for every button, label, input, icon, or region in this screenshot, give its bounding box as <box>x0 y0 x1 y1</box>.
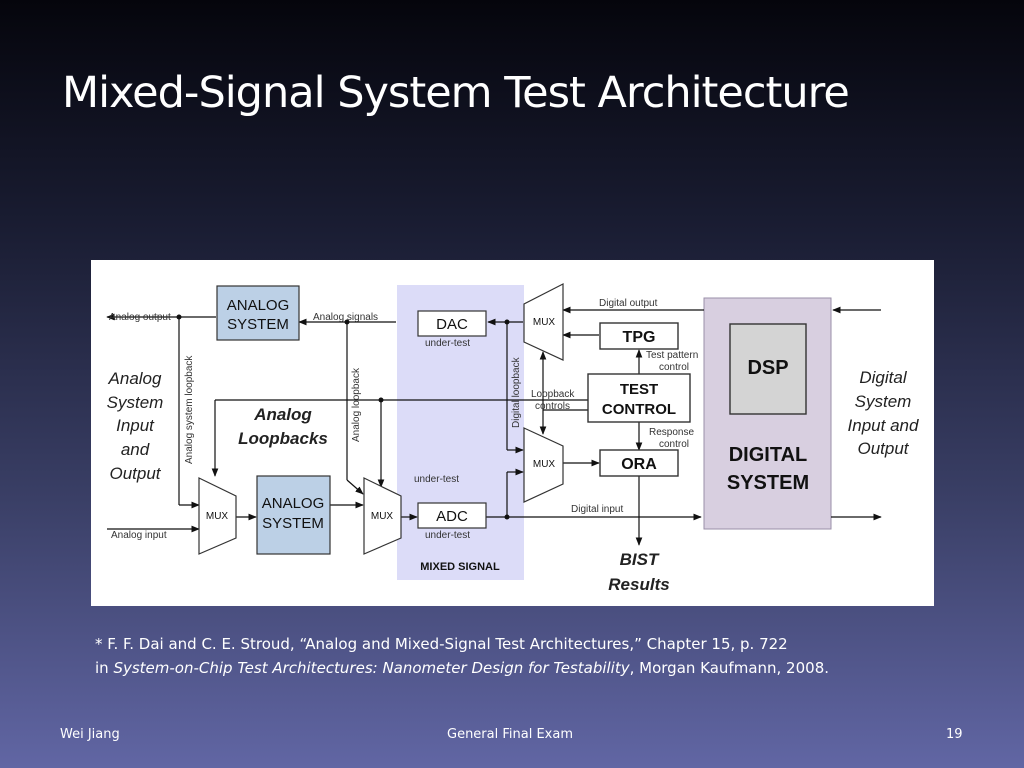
mux-mid-label: MUX <box>371 511 394 522</box>
label-test-pattern-control-1: Test pattern <box>646 350 698 361</box>
footer-author: Wei Jiang <box>60 727 120 742</box>
dsp-block <box>729 323 807 415</box>
label-digital-output: Digital output <box>599 298 658 309</box>
wire-labels: Analog output Analog input Analog signal… <box>109 298 698 541</box>
left-io-line-1: Analog <box>108 369 162 388</box>
analog-system-bottom-label-2: SYSTEM <box>262 515 324 532</box>
right-io-line-2: System <box>855 392 912 411</box>
label-test-pattern-control-2: control <box>659 362 689 373</box>
label-under-test-dac: under-test <box>425 338 470 349</box>
analog-system-bottom-label-1: ANALOG <box>262 495 325 512</box>
left-io-line-4: and <box>121 440 150 459</box>
analog-system-top-block <box>216 285 300 341</box>
label-analog-output: Analog output <box>109 312 171 323</box>
label-loopback-controls-2: controls <box>535 401 570 412</box>
side-texts: Analog System Input and Output Digital S… <box>107 368 919 483</box>
citation-suffix: , Morgan Kaufmann, 2008. <box>629 659 830 677</box>
right-io-line-1: Digital <box>859 368 907 387</box>
left-io-line-3: Input <box>116 416 155 435</box>
label-analog-system-loopback: Analog system loopback <box>184 355 195 464</box>
left-io-line-5: Output <box>109 464 161 483</box>
mux-top <box>523 283 564 361</box>
analog-system-top-label-1: ANALOG <box>227 297 290 314</box>
ora-label: ORA <box>621 456 657 473</box>
footer-event: General Final Exam <box>447 727 573 742</box>
analog-loopbacks-line-1: Analog <box>253 405 312 424</box>
citation: * F. F. Dai and C. E. Stroud, “Analog an… <box>95 632 955 680</box>
citation-prefix: in <box>95 659 114 677</box>
bold-side-texts: Analog Loopbacks BIST Results <box>238 405 670 594</box>
dac-label: DAC <box>436 316 468 333</box>
bist-line-1: BIST <box>620 550 660 569</box>
citation-line-1: * F. F. Dai and C. E. Stroud, “Analog an… <box>95 635 788 653</box>
test-control-label-1: TEST <box>620 381 658 398</box>
adc-label: ADC <box>436 508 468 525</box>
mixed-signal-label: MIXED SIGNAL <box>420 561 500 573</box>
digital-system-label-2: SYSTEM <box>727 472 809 494</box>
slide-title: Mixed-Signal System Test Architecture <box>62 68 850 118</box>
bist-line-2: Results <box>608 575 669 594</box>
mux-bottom-label: MUX <box>533 459 556 470</box>
digital-system-label-1: DIGITAL <box>729 444 808 466</box>
mux-mid <box>363 477 402 555</box>
label-response-control-1: Response <box>649 427 694 438</box>
label-digital-input: Digital input <box>571 504 623 515</box>
page-number: 19 <box>946 727 963 742</box>
dac-block <box>417 310 487 337</box>
dsp-label: DSP <box>747 357 788 379</box>
right-io-line-3: Input and <box>848 416 919 435</box>
mux-left-label: MUX <box>206 511 229 522</box>
mux-bottom <box>523 427 564 503</box>
mux-top-label: MUX <box>533 317 556 328</box>
tpg-block <box>599 322 679 350</box>
label-under-test-mid: under-test <box>414 474 459 485</box>
label-analog-signals: Analog signals <box>313 312 378 323</box>
label-response-control-2: control <box>659 439 689 450</box>
label-under-test-adc: under-test <box>425 530 470 541</box>
mux-left <box>198 477 237 555</box>
citation-book-title: System-on-Chip Test Architectures: Nanom… <box>113 659 630 677</box>
analog-system-bottom-block <box>256 475 331 555</box>
label-analog-loopback: Analog loopback <box>351 367 362 442</box>
test-control-label-2: CONTROL <box>602 401 676 418</box>
tpg-label: TPG <box>623 329 656 346</box>
left-io-line-2: System <box>107 393 164 412</box>
test-control-block <box>587 373 691 423</box>
label-loopback-controls-1: Loopback <box>531 389 575 400</box>
right-io-line-4: Output <box>857 439 909 458</box>
ora-block <box>599 449 679 477</box>
analog-loopbacks-line-2: Loopbacks <box>238 429 328 448</box>
label-digital-loopback: Digital loopback <box>511 356 522 428</box>
adc-block <box>417 502 487 529</box>
test-architecture-diagram: ANALOG SYSTEM ANALOG SYSTEM DAC ADC MUX … <box>91 260 934 606</box>
analog-system-top-label-2: SYSTEM <box>227 316 289 333</box>
label-analog-input: Analog input <box>111 530 167 541</box>
junction-dots <box>176 314 510 520</box>
